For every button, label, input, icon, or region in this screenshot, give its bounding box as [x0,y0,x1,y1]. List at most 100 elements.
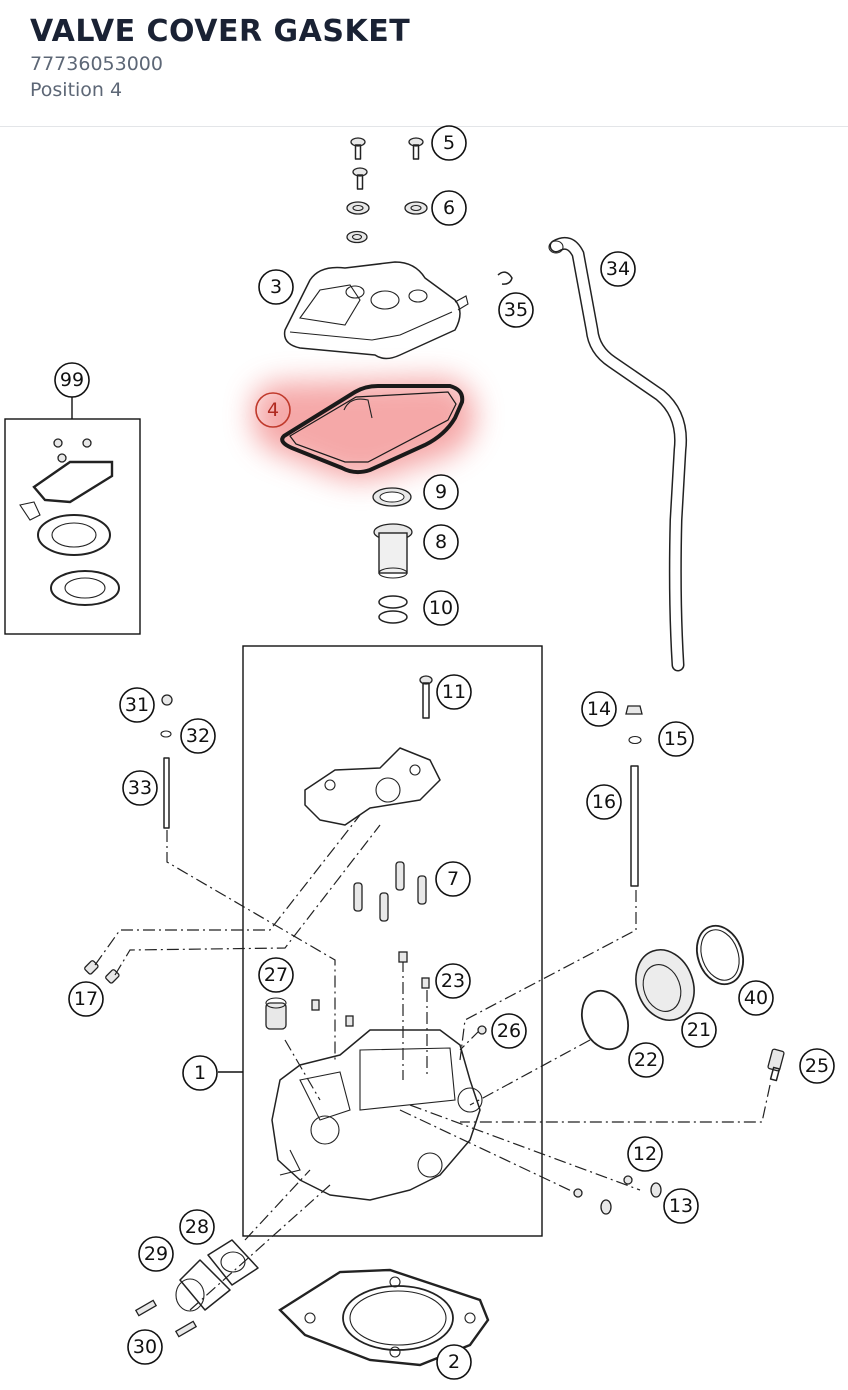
svg-text:11: 11 [442,681,466,703]
camshaft-carrier [304,747,441,826]
spark-plug-seal [372,487,412,507]
callout-27[interactable]: 27 [258,957,294,993]
svg-text:5: 5 [443,132,455,154]
callout-29[interactable]: 29 [138,1236,174,1272]
callout-9[interactable]: 9 [423,474,459,510]
callout-2[interactable]: 2 [436,1344,472,1380]
hose-clamp [497,271,513,285]
intake-clamp-40 [696,924,744,986]
svg-text:99: 99 [60,369,84,391]
callout-23[interactable]: 23 [435,963,471,999]
callout-33[interactable]: 33 [122,770,158,806]
callout-8[interactable]: 8 [423,524,459,560]
valve-cover-seals [346,201,428,244]
valve-cover-bolts [350,137,424,190]
part-title: VALVE COVER GASKET [30,14,411,49]
callout-13[interactable]: 13 [663,1188,699,1224]
svg-text:31: 31 [125,694,149,716]
svg-text:23: 23 [441,970,465,992]
svg-text:30: 30 [133,1336,157,1358]
spark-plug-sleeve [373,523,413,579]
svg-text:34: 34 [606,258,630,280]
svg-text:21: 21 [687,1019,711,1041]
svg-text:7: 7 [447,868,459,890]
svg-text:9: 9 [435,481,447,503]
callout-21[interactable]: 21 [681,1012,717,1048]
assembly-lines [94,814,771,1311]
svg-text:40: 40 [744,987,768,1009]
breather-hose [548,236,688,672]
svg-text:12: 12 [633,1143,657,1165]
page-header: VALVE COVER GASKET 77736053000 Position … [0,0,848,127]
svg-text:8: 8 [435,531,447,553]
svg-text:15: 15 [664,728,688,750]
callout-5[interactable]: 5 [431,125,467,161]
svg-text:14: 14 [587,698,611,720]
valve-guides [353,861,427,922]
sensor-25 [767,1048,785,1082]
svg-text:4: 4 [267,399,279,421]
callout-6[interactable]: 6 [431,190,467,226]
callout-40[interactable]: 40 [738,980,774,1016]
svg-text:32: 32 [186,725,210,747]
svg-text:25: 25 [805,1055,829,1077]
callout-35[interactable]: 35 [498,292,534,328]
svg-text:26: 26 [497,1020,521,1042]
callout-4[interactable]: 4 [255,392,291,428]
callout-22[interactable]: 22 [628,1042,664,1078]
svg-text:33: 33 [128,777,152,799]
svg-text:16: 16 [592,791,616,813]
intake-bolts-30 [134,1299,198,1338]
fitting-27 [265,997,287,1030]
highlight-glow [252,378,476,481]
valve-cover [283,261,469,360]
callout-11[interactable]: 11 [436,674,472,710]
svg-text:29: 29 [144,1243,168,1265]
intake-clamp-22 [581,989,629,1051]
callout-28[interactable]: 28 [179,1209,215,1245]
gasket-kit-box [4,397,141,635]
bolt-11 [419,675,433,719]
callout-26[interactable]: 26 [491,1013,527,1049]
svg-text:1: 1 [194,1062,206,1084]
head-gasket [278,1268,490,1367]
intake-boot-21 [635,949,695,1021]
intake-flange [175,1239,259,1312]
svg-text:2: 2 [448,1351,460,1373]
svg-text:35: 35 [504,299,528,321]
o-rings [378,595,408,624]
callout-31[interactable]: 31 [119,687,155,723]
cylinder-head [271,1029,483,1201]
stud-16 [625,705,643,887]
svg-text:6: 6 [443,197,455,219]
fittings-17 [84,960,120,984]
svg-text:13: 13 [669,1195,693,1217]
callout-14[interactable]: 14 [581,691,617,727]
svg-text:3: 3 [270,276,282,298]
callout-32[interactable]: 32 [180,718,216,754]
svg-text:28: 28 [185,1216,209,1238]
callout-15[interactable]: 15 [658,721,694,757]
part-position: Position 4 [30,79,123,101]
callout-25[interactable]: 25 [799,1048,835,1084]
svg-text:22: 22 [634,1049,658,1071]
svg-text:17: 17 [74,988,98,1010]
callout-16[interactable]: 16 [586,784,622,820]
svg-text:10: 10 [429,597,453,619]
callout-10[interactable]: 10 [423,590,459,626]
valves [573,1175,662,1215]
callout-1[interactable]: 1 [182,1055,218,1091]
callout-3[interactable]: 3 [258,269,294,305]
callout-34[interactable]: 34 [600,251,636,287]
callout-30[interactable]: 30 [127,1329,163,1365]
plug-26 [477,1025,487,1035]
stud-33 [160,694,173,829]
callout-7[interactable]: 7 [435,861,471,897]
cylinder-head-group-box [242,645,543,1237]
callout-99[interactable]: 99 [54,362,90,398]
callout-12[interactable]: 12 [627,1136,663,1172]
callout-17[interactable]: 17 [68,981,104,1017]
valve-cover-gasket [280,384,465,475]
part-number: 77736053000 [30,53,163,75]
